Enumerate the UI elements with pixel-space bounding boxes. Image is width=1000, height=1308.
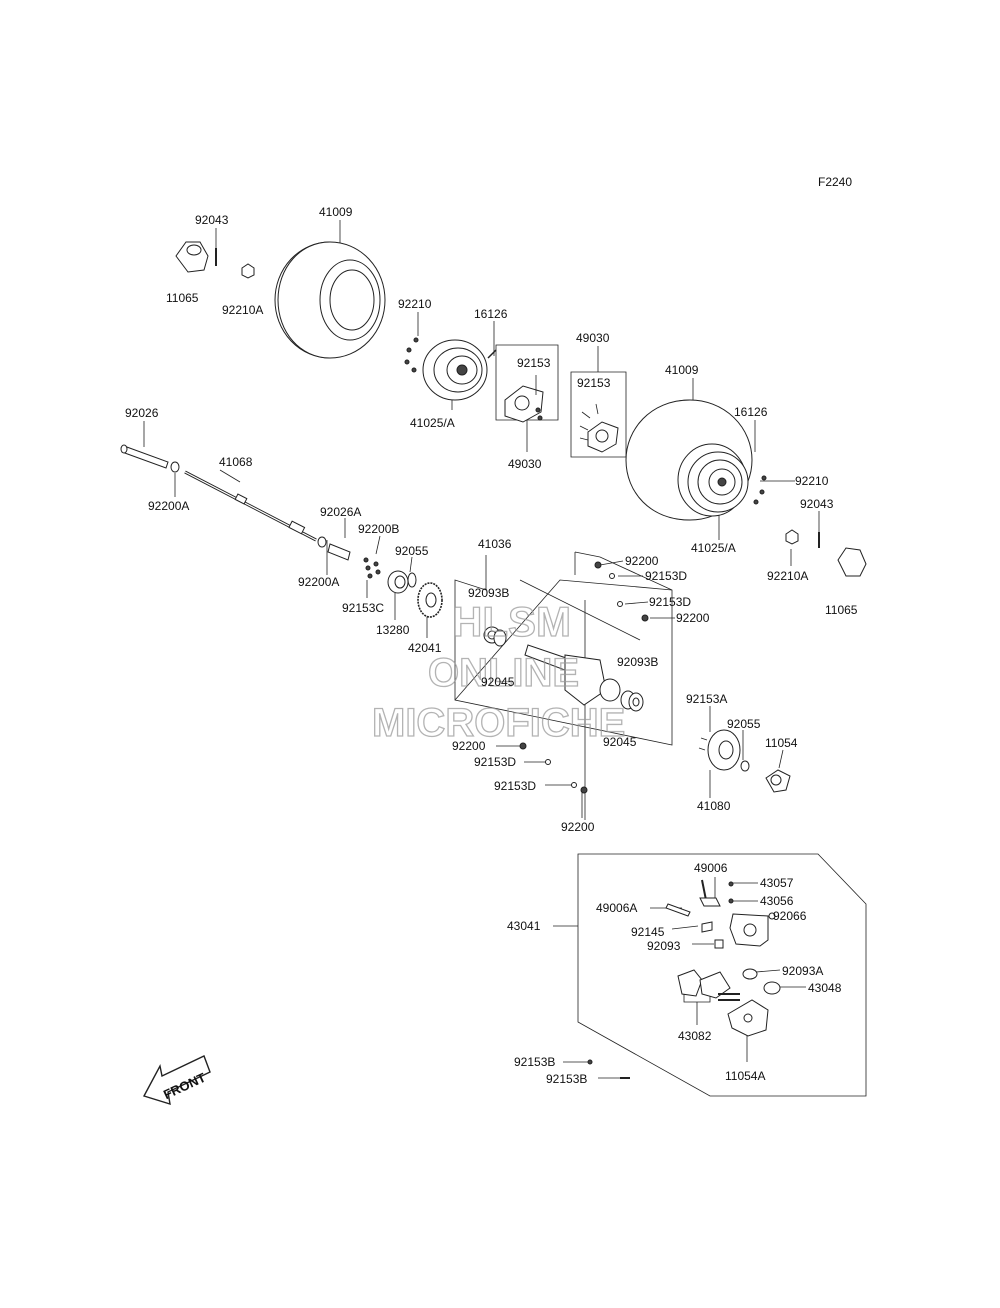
watermark-line-3: MICROFICHE [372, 701, 625, 745]
part-label: 92153C [342, 601, 384, 615]
axle-housing-41036 [524, 644, 621, 706]
part-label: 92153D [645, 569, 687, 583]
front-direction-arrow: FRONT [142, 1055, 211, 1106]
part-label: 92210 [398, 297, 432, 311]
part-label: 41025/A [691, 541, 736, 555]
part-label: 92200 [625, 554, 659, 568]
part-label: 92093B [468, 586, 509, 600]
spacer-92026A [327, 543, 351, 561]
part-label: 92153A [686, 692, 727, 706]
hub-49030-left [504, 375, 544, 423]
part-label: 49030 [508, 457, 542, 471]
bolts-92153C [363, 557, 381, 579]
part-label: 42041 [408, 641, 442, 655]
part-label: 43041 [507, 919, 541, 933]
bolts-92153A [698, 737, 708, 751]
part-label: 92055 [727, 717, 761, 731]
figure-code: F2240 [818, 175, 852, 189]
hub-49030-right [579, 403, 619, 453]
o-ring-92055-left [407, 572, 417, 588]
bearing-92045-left [483, 626, 507, 647]
nut-92210A-left [241, 263, 255, 279]
part-label: 43057 [760, 876, 794, 890]
part-label: 92093 [647, 939, 681, 953]
leader-lines [143, 220, 867, 1097]
part-label: 11065 [166, 291, 199, 305]
washer-92200A-mid [317, 536, 327, 548]
part-label: 92153D [494, 779, 536, 793]
part-label: 92153B [546, 1072, 587, 1086]
part-label: 92200 [452, 739, 486, 753]
cap-nut-11065-right [837, 547, 867, 577]
part-label: 92210A [222, 303, 263, 317]
part-label: 16126 [474, 307, 508, 321]
spacer-92026 [120, 444, 169, 469]
part-label: 92043 [800, 497, 834, 511]
part-label: 43056 [760, 894, 794, 908]
part-label: 49030 [576, 331, 610, 345]
axle-41068 [184, 470, 317, 542]
part-label: 92153 [517, 356, 551, 370]
part-label: 92200A [298, 575, 339, 589]
part-label: 41009 [319, 205, 353, 219]
part-label: 41036 [478, 537, 512, 551]
caliper-assembly-43041 [587, 879, 781, 1079]
part-label: 41068 [219, 455, 253, 469]
part-label: 92200B [358, 522, 399, 536]
washer-92200A-left [170, 461, 180, 473]
part-label: 92043 [195, 213, 229, 227]
hub-13280 [387, 570, 409, 594]
part-label: 41080 [697, 799, 731, 813]
wheel-nuts-upper [404, 337, 419, 373]
part-label: 11065 [825, 603, 858, 617]
part-labels: 92043 41009 11065 92210A 92210 16126 490… [125, 205, 858, 1086]
part-label: 92093B [617, 655, 658, 669]
part-label: 92200A [148, 499, 189, 513]
caliper-mount-11054 [765, 769, 791, 793]
part-label: 41025/A [410, 416, 455, 430]
part-label: 92145 [631, 925, 665, 939]
part-label: 92210 [795, 474, 829, 488]
watermark: HLSM ONLINE MICROFICHE [371, 597, 626, 745]
part-label: 92093A [782, 964, 823, 978]
valve-16126-upper [487, 349, 497, 359]
part-label: 49006 [694, 861, 728, 875]
part-label: 92200 [676, 611, 710, 625]
tire-41009-upper [274, 241, 386, 359]
nut-92210A-right [785, 529, 799, 545]
part-label: 11054A [725, 1069, 765, 1083]
cap-nut-11065-left [175, 241, 209, 273]
part-label: 92045 [603, 735, 637, 749]
fasteners-housing [519, 561, 649, 794]
part-label: 92055 [395, 544, 429, 558]
o-ring-92055-right [740, 760, 750, 772]
watermark-line-1: HLSM [452, 598, 571, 645]
part-label: 92066 [773, 909, 807, 923]
wheel-nuts-lower [753, 475, 767, 505]
rim-41025-upper [422, 339, 488, 401]
part-label: 92045 [481, 675, 515, 689]
part-label: 92210A [767, 569, 808, 583]
part-label: 16126 [734, 405, 768, 419]
part-label: 43082 [678, 1029, 712, 1043]
part-label: 43048 [808, 981, 842, 995]
part-label: 49006A [596, 901, 637, 915]
part-label: 92200 [561, 820, 595, 834]
part-label: 11054 [765, 736, 798, 750]
watermark-line-2: ONLINE [428, 651, 579, 695]
brake-disc-41080 [707, 729, 741, 771]
part-label: 41009 [665, 363, 699, 377]
part-label: 92153B [514, 1055, 555, 1069]
part-label: 92026 [125, 406, 159, 420]
sprocket-42041 [417, 582, 443, 618]
part-label: 92153D [649, 595, 691, 609]
part-label: 13280 [376, 623, 410, 637]
bearing-92045-right [620, 690, 644, 712]
part-label: 92153D [474, 755, 516, 769]
part-label: 92153 [577, 376, 611, 390]
rim-41025-lower [687, 451, 749, 513]
part-label: 92026A [320, 505, 361, 519]
